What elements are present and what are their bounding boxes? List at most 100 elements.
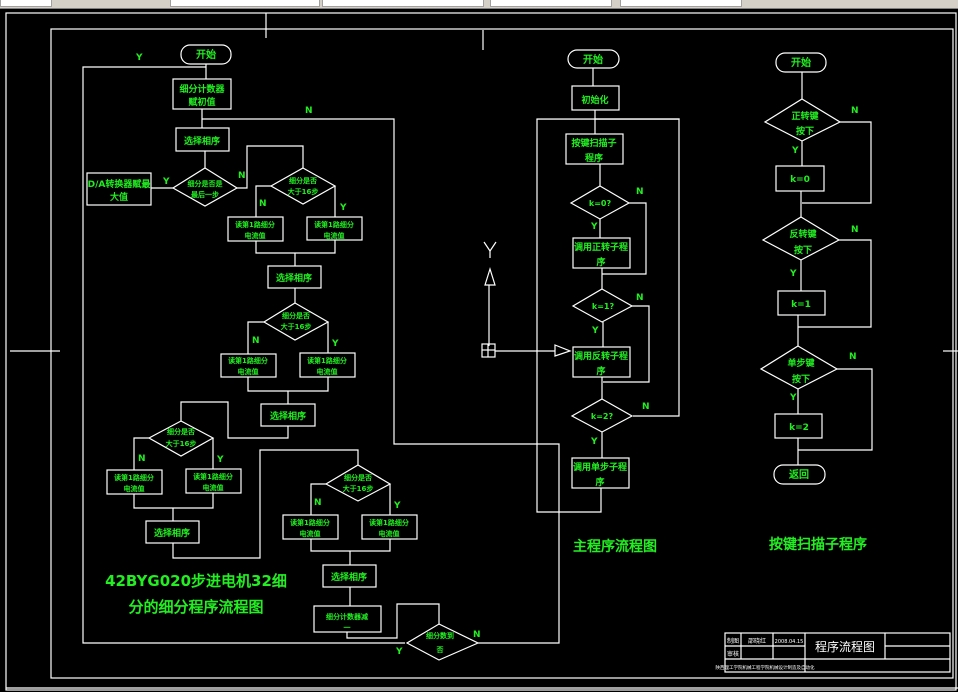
n-label: N (849, 352, 857, 362)
toolbar-field[interactable] (170, 0, 320, 7)
box-label: 电流值 (245, 231, 266, 240)
decrement-label-2: 一 (344, 624, 351, 632)
main-chart-title: 主程序流程图 (573, 538, 657, 555)
toolbar (0, 0, 958, 9)
k2-assign-label: k=2 (789, 423, 809, 433)
n-label: N (138, 454, 146, 464)
left-chart-title-2: 分的细分程序流程图 (128, 598, 263, 616)
select-phase-box-1[interactable] (175, 127, 230, 152)
draft-date: 2008.04.15 (775, 639, 804, 645)
decision-last-step[interactable] (171, 167, 239, 207)
decision-greater-16-b[interactable] (262, 302, 330, 341)
y-label: Y (331, 339, 339, 349)
step-key-label-1: 单步键 (787, 357, 815, 369)
left-chart-title-1: 42BYG020步进电机32细 (105, 572, 287, 590)
main-program-flowchart: 开始 初始化 按键扫描子 程序 k=0? N Y 调用正转子程 序 k=1? N… (536, 49, 680, 555)
n-label: N (851, 225, 859, 235)
loop-y-label: Y (135, 53, 143, 63)
select-phase-label-3: 选择相序 (270, 410, 306, 422)
y-label: Y (789, 393, 797, 403)
key-scan-box[interactable] (565, 133, 624, 165)
n-label: N (314, 498, 322, 508)
k2-label: k=2? (591, 412, 614, 421)
toolbar-field[interactable] (620, 0, 742, 7)
decision-3-label-2: 大于16步 (281, 322, 312, 331)
institution-text: 陕西理工学院机械工程学院机械设计制造及自动化 (716, 664, 815, 671)
decision-greater-16-c[interactable] (147, 420, 215, 457)
decision-4-label-2: 大于16步 (166, 439, 197, 448)
drawing-title: 程序流程图 (815, 639, 875, 654)
n-label: N (851, 106, 859, 116)
box-label: 读第1路细分 (228, 356, 268, 365)
y-label: Y (216, 455, 224, 465)
y-label: Y (590, 437, 598, 447)
y-label: Y (590, 222, 598, 232)
drafter-name: 邵晓红 (748, 637, 766, 645)
reverse-key-label-1: 反转键 (789, 228, 817, 240)
set-k1-box[interactable] (777, 290, 826, 316)
n-label: N (636, 187, 644, 197)
n-label: N (636, 293, 644, 303)
box-label: 读第1路细分 (193, 472, 233, 481)
loop-n-label: N (305, 106, 313, 116)
forward-label-2: 序 (596, 256, 605, 268)
drawing-canvas[interactable]: 开始 Y 细分计数器 赋初值 N 选择相序 细分是否是 最后一步 Y D/A转换… (0, 9, 958, 692)
y-label: Y (393, 501, 401, 511)
box-label: 电流值 (238, 367, 259, 376)
k0-label: k=0? (589, 199, 612, 208)
decision-greater-16-d[interactable] (324, 464, 392, 502)
k0-assign-label: k=0 (790, 175, 810, 185)
k1-label: k=1? (592, 302, 615, 311)
box-label: 读第1路细分 (235, 220, 275, 229)
decision-4-label-1: 细分是否 (167, 427, 195, 436)
decision-greater-16-a[interactable] (269, 167, 337, 205)
ucs-icon (481, 241, 572, 358)
da-label-2: 大值 (110, 191, 128, 203)
select-phase-label-2: 选择相序 (276, 272, 312, 284)
box-label: 读第1路细分 (307, 356, 347, 365)
reverse-label-2: 序 (596, 365, 605, 377)
select-phase-label-1: 选择相序 (184, 135, 220, 147)
box-label: 读第1路细分 (369, 518, 409, 527)
n-label: N (642, 402, 650, 412)
y-label: Y (162, 177, 170, 187)
select-phase-label-5: 选择相序 (331, 571, 367, 583)
box-label: 读第1路细分 (114, 473, 154, 482)
reverse-label-1: 调用反转子程 (574, 350, 628, 362)
key-start-terminal[interactable] (775, 52, 827, 73)
decision-subdivision-done[interactable] (405, 623, 480, 661)
key-scan-label-1: 按键扫描子 (571, 137, 616, 149)
box-label: 电流值 (379, 529, 400, 538)
box-label: 读第1路细分 (290, 518, 330, 527)
decision-k1[interactable] (571, 288, 634, 323)
decision-1-label-2: 最后一步 (191, 190, 219, 199)
step-label-1: 调用单步子程 (573, 461, 627, 473)
call-single-step-box[interactable] (571, 457, 630, 489)
decision-5-label-1: 细分是否 (344, 473, 372, 482)
step-label-2: 序 (595, 476, 604, 488)
forward-label-1: 调用正转子程 (574, 241, 628, 253)
reverse-key-label-2: 按下 (794, 244, 812, 256)
n-label: N (259, 199, 267, 209)
decision-2-label-2: 大于16步 (288, 187, 319, 196)
toolbar-field[interactable] (490, 0, 612, 7)
set-k0-box[interactable] (775, 165, 825, 192)
step-key-label-2: 按下 (792, 373, 810, 385)
y-label: Y (395, 647, 403, 657)
subdivision-flowchart: 开始 Y 细分计数器 赋初值 N 选择相序 细分是否是 最后一步 Y D/A转换… (82, 44, 560, 661)
return-terminal[interactable] (773, 464, 826, 485)
toolbar-field[interactable] (322, 0, 484, 7)
n-label: N (238, 171, 246, 181)
forward-key-label-2: 按下 (796, 125, 814, 137)
key-scan-flowchart: 开始 正转键 按下 N Y k=0 反转键 按下 N Y k=1 单步键 按下 … (759, 52, 873, 553)
key-start-label: 开始 (791, 56, 811, 69)
decision-5-label-2: 大于16步 (343, 484, 374, 493)
da-max-box[interactable] (86, 172, 152, 206)
y-label: Y (591, 326, 599, 336)
main-start-label: 开始 (583, 53, 603, 66)
inner-frame (50, 28, 954, 679)
toolbar-field[interactable] (0, 0, 52, 7)
drafter-label: 制图 (727, 637, 739, 645)
init-label: 初始化 (581, 94, 608, 106)
decision-3-label-1: 细分是否 (282, 311, 310, 320)
